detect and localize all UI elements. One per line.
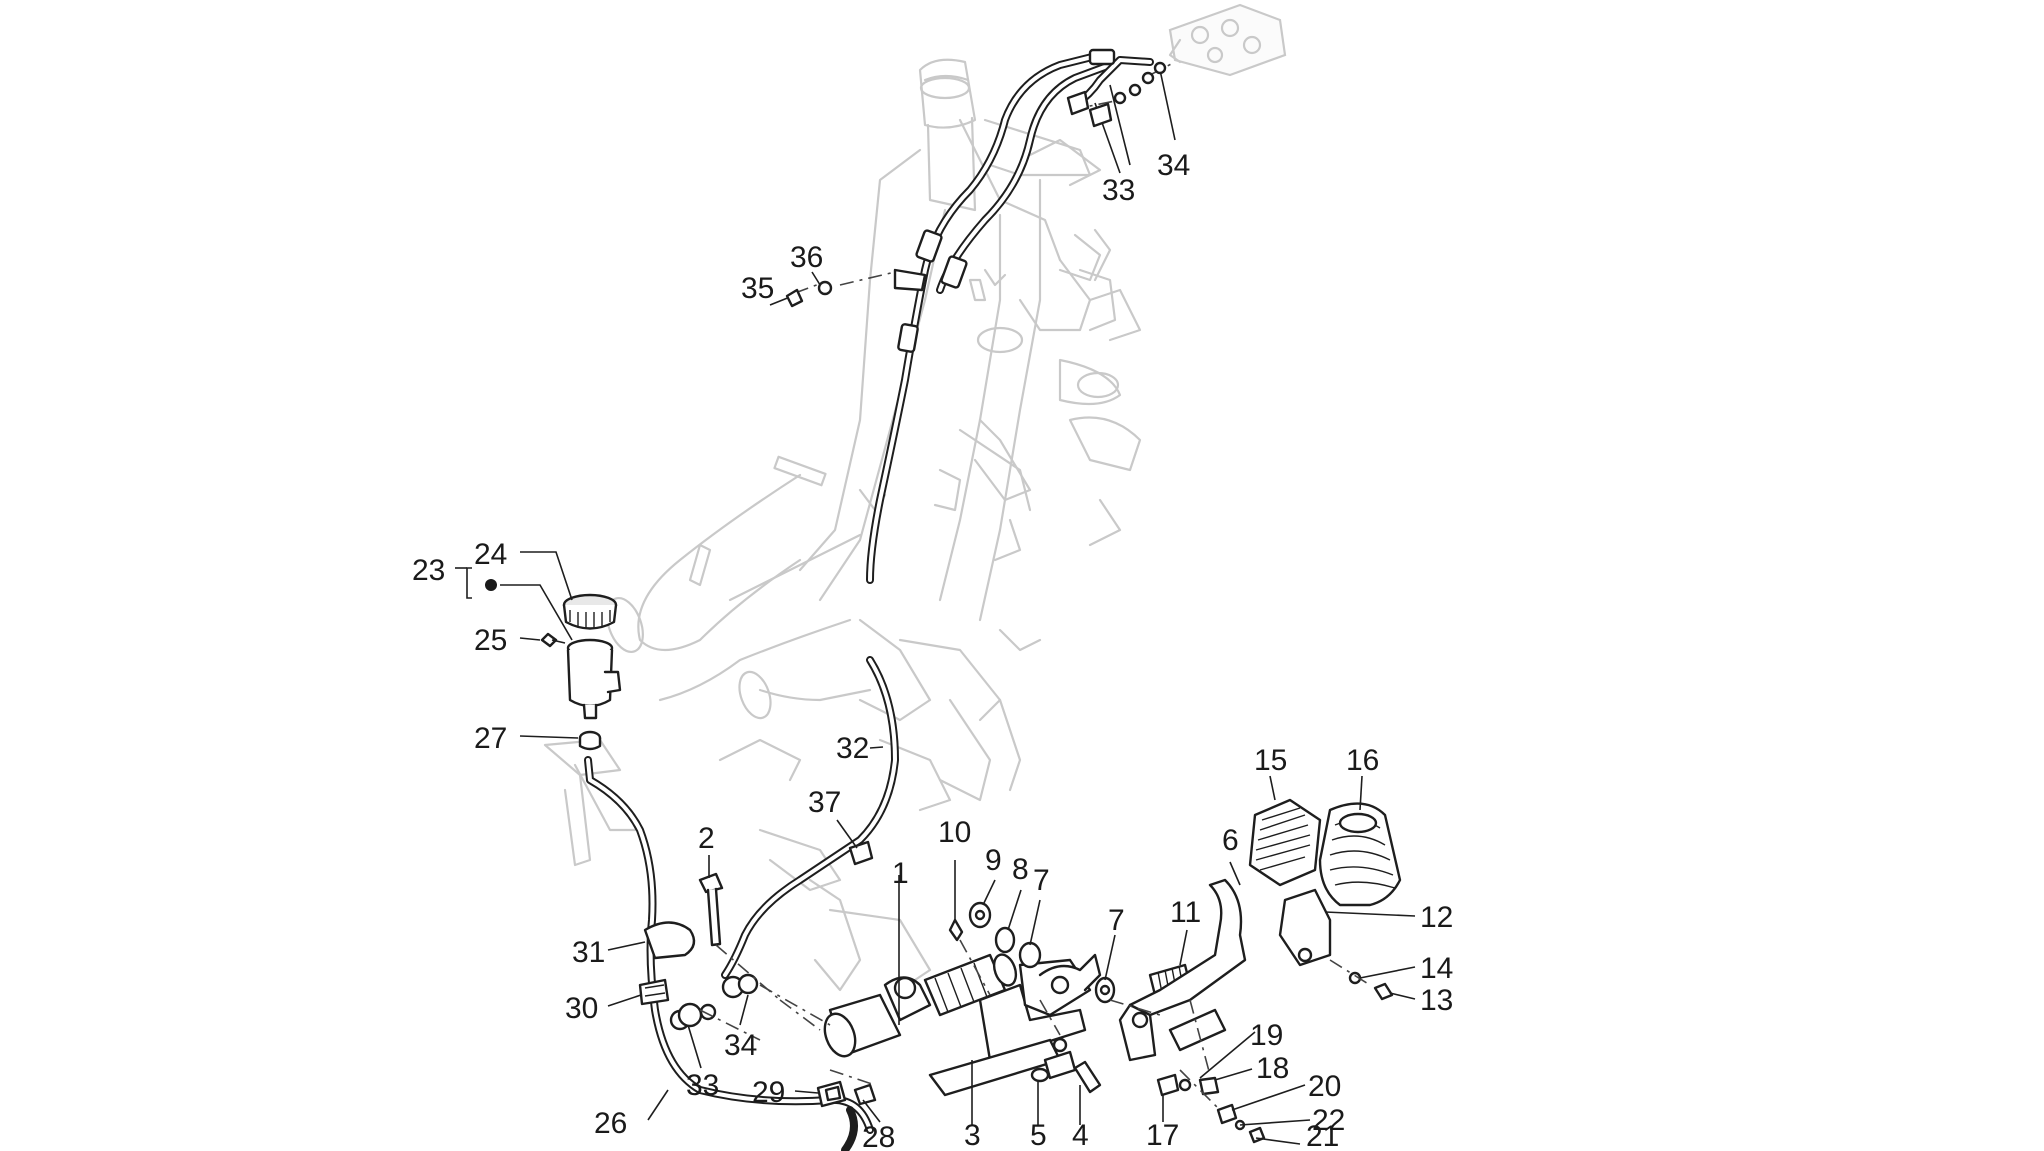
label-24: 24 <box>474 538 507 571</box>
label-7b: 7 <box>1108 904 1125 937</box>
label-17: 17 <box>1146 1119 1179 1151</box>
label-31: 31 <box>572 936 605 969</box>
label-30: 30 <box>565 992 598 1025</box>
label-18: 18 <box>1256 1052 1289 1085</box>
label-3: 3 <box>964 1119 981 1151</box>
label-10: 10 <box>938 816 971 849</box>
label-12: 12 <box>1420 901 1453 934</box>
label-33a: 33 <box>686 1069 719 1102</box>
label-7a: 7 <box>1033 864 1050 897</box>
callout-labels: 1 2 3 4 5 6 7 7 8 9 10 11 12 13 14 15 16… <box>412 149 1453 1151</box>
label-8: 8 <box>1012 853 1029 886</box>
label-11: 11 <box>1170 896 1201 929</box>
label-15: 15 <box>1254 744 1287 777</box>
label-32: 32 <box>836 732 869 765</box>
label-27: 27 <box>474 722 507 755</box>
label-28: 28 <box>862 1121 895 1151</box>
label-2: 2 <box>698 822 715 855</box>
label-6: 6 <box>1222 824 1239 857</box>
label-34b: 34 <box>1157 149 1190 182</box>
label-37: 37 <box>808 786 841 819</box>
top-fittings <box>785 61 1167 308</box>
label-14: 14 <box>1420 952 1453 985</box>
label-4: 4 <box>1072 1119 1089 1151</box>
assembly-lines <box>699 61 1371 1111</box>
label-23: 23 <box>412 554 445 587</box>
label-34a: 34 <box>724 1029 757 1062</box>
label-16: 16 <box>1346 744 1379 777</box>
fluid-reservoir <box>540 593 622 751</box>
label-36: 36 <box>790 241 823 274</box>
label-1: 1 <box>892 857 909 890</box>
label-29: 29 <box>752 1076 785 1109</box>
bullet-marker <box>485 579 497 591</box>
label-25: 25 <box>474 624 507 657</box>
label-19: 19 <box>1250 1019 1283 1052</box>
label-13: 13 <box>1420 984 1453 1017</box>
abs-unit <box>1168 3 1287 77</box>
brake-pipes <box>584 48 1154 1151</box>
leader-lines <box>455 69 1416 1145</box>
label-20: 20 <box>1308 1070 1341 1103</box>
label-5: 5 <box>1030 1119 1047 1151</box>
brake-pedal <box>1118 798 1402 1144</box>
label-9: 9 <box>985 844 1002 877</box>
label-21: 21 <box>1306 1120 1339 1151</box>
label-35: 35 <box>741 272 774 305</box>
label-26: 26 <box>594 1107 627 1140</box>
brake-pedal-assembly <box>638 840 1192 1108</box>
label-22: 22 <box>1312 1104 1345 1137</box>
label-33b: 33 <box>1102 174 1135 207</box>
